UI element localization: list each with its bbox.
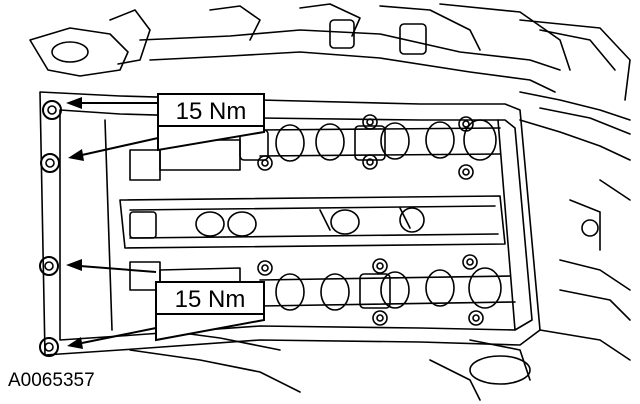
- front-cover-bolt-3: [39, 256, 59, 276]
- upper-engine-components: [29, 3, 631, 401]
- front-cover-bolt-4: [39, 337, 59, 357]
- upper-torque-label: 15 Nm: [176, 98, 247, 125]
- lower-torque-label: 15 Nm: [175, 286, 246, 313]
- bearing-cap-bolts: [257, 114, 484, 326]
- upper-torque-callout: 15 Nm: [66, 93, 265, 161]
- figure-id-label: A0065357: [8, 370, 95, 391]
- spark-plug-channel: [119, 195, 506, 249]
- lower-arrow-head-1-icon: [66, 259, 82, 271]
- lower-arrow-head-2-icon: [67, 337, 83, 349]
- lower-torque-callout: 15 Nm: [66, 259, 265, 349]
- front-cover-bolt-2: [40, 153, 60, 173]
- front-cover-bolt-1: [42, 100, 62, 120]
- upper-arrow-head-1-icon: [66, 97, 82, 109]
- upper-arrow-head-2-icon: [68, 149, 84, 161]
- front-cover-bolts: [39, 100, 62, 357]
